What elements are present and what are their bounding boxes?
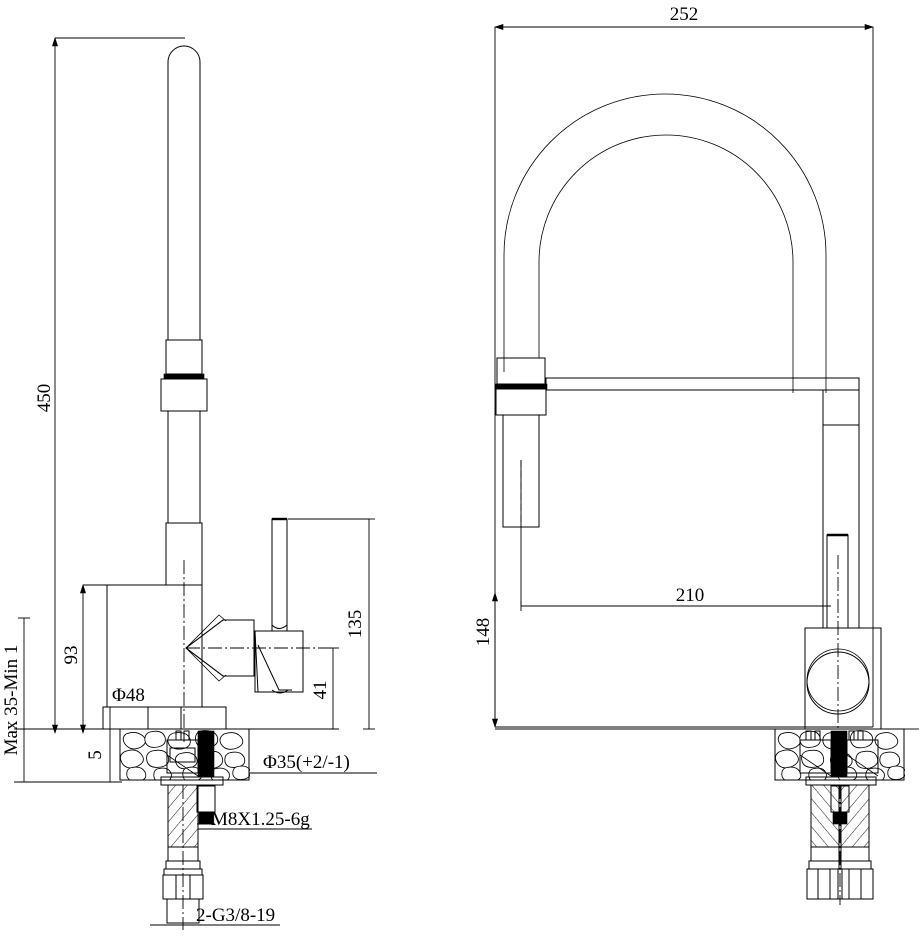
counter-thickness-dimension: Max 35-Min 1 (1, 617, 86, 783)
front-view-extension-frame (494, 26, 874, 728)
spout-reach-dimension: 210 (520, 460, 831, 611)
spout-reach-value: 210 (676, 585, 705, 606)
mounting-hole-diameter-value: Φ35(+2/-1) (263, 752, 350, 773)
spout-height-value: 148 (473, 618, 494, 647)
front-body-column (804, 389, 882, 750)
overall-width-value: 252 (670, 4, 699, 25)
spout-outlet-height-dimension: 41 (310, 647, 339, 730)
spout-height-dimension: 148 (473, 592, 499, 728)
base-diameter-dimension: Φ48 (109, 685, 173, 708)
counter-thickness-value: Max 35-Min 1 (1, 645, 22, 756)
body-height-value: 93 (61, 646, 82, 665)
body-height-dimension: 93 (61, 584, 150, 734)
front-view-group: 252 148 210 (473, 4, 919, 905)
stud-thread-value: M8X1.25-6g (211, 809, 310, 830)
mounting-hardware-left (160, 730, 224, 930)
stud-thread-callout: M8X1.25-6g (198, 809, 312, 830)
mounting-hole-diameter-dimension: Φ35(+2/-1) (249, 752, 377, 774)
overall-height-dimension: 450 (34, 37, 185, 734)
supply-hose-thread-value: 2-G3/8-19 (196, 905, 275, 926)
granite-speckle-hatch (120, 730, 250, 780)
overall-height-value: 450 (34, 384, 55, 413)
side-view-group: 450 93 5 Max 35-Min 1 (1, 37, 377, 930)
handle-height-dimension: 135 (288, 518, 375, 730)
overall-width-dimension: 252 (494, 4, 874, 31)
handle-height-value: 135 (345, 610, 366, 639)
base-height-value: 5 (85, 750, 106, 760)
base-diameter-value: Φ48 (112, 685, 145, 706)
front-body-bar (545, 377, 860, 391)
gooseneck-base-collar (494, 357, 548, 528)
spout-outlet-height-value: 41 (310, 681, 331, 700)
spout-riser (160, 45, 208, 586)
gooseneck-spout (503, 93, 827, 393)
handle-joint-left (185, 517, 304, 694)
supply-hose-thread-callout: 2-G3/8-19 (150, 905, 280, 926)
mounting-hardware-right (799, 730, 879, 905)
countertop-left (119, 728, 250, 781)
